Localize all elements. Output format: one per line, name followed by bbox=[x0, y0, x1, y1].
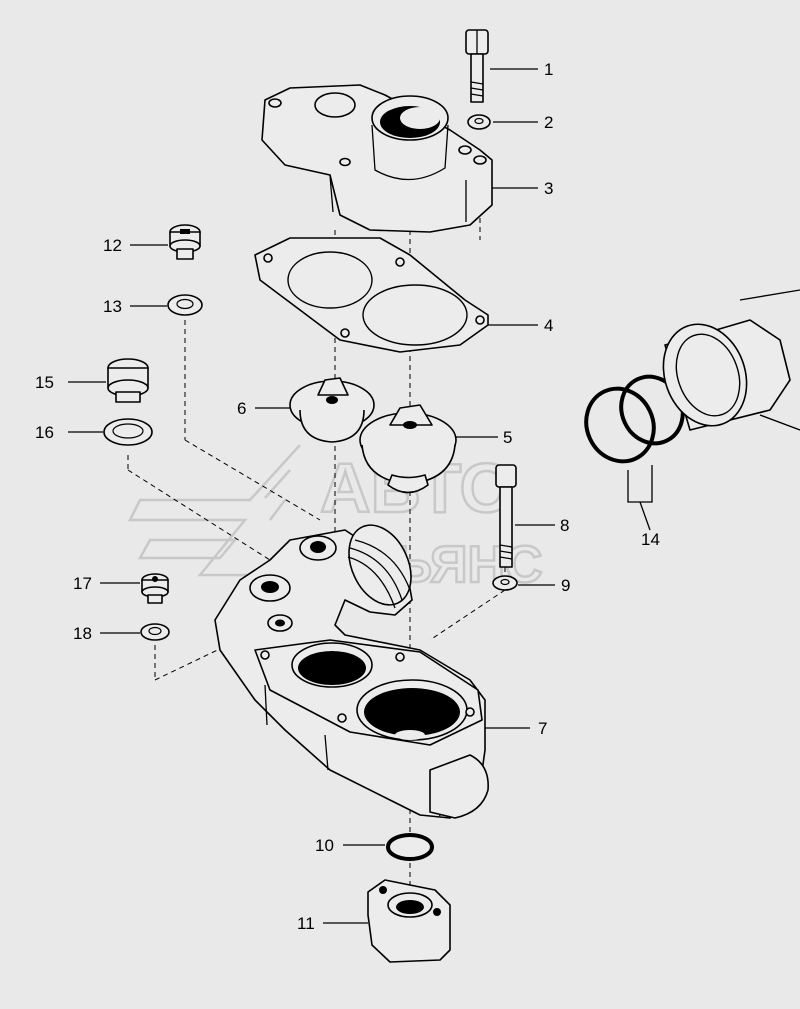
leader-lines bbox=[68, 68, 653, 924]
part-washer-13 bbox=[167, 294, 203, 316]
part-o-ring bbox=[386, 833, 434, 861]
part-washer-2 bbox=[467, 114, 491, 130]
callout-15: 15 bbox=[35, 373, 54, 392]
callout-14: 14 bbox=[641, 530, 660, 549]
callout-17: 17 bbox=[73, 574, 92, 593]
callout-5: 5 bbox=[503, 428, 512, 447]
part-bolt bbox=[465, 29, 489, 103]
callout-3: 3 bbox=[544, 179, 553, 198]
part-thermostat-cover bbox=[261, 84, 493, 233]
callout-11: 11 bbox=[297, 914, 315, 933]
axis-line-plug-15-b bbox=[127, 469, 271, 561]
callout-7: 7 bbox=[538, 719, 547, 738]
axis-line-plug-12-b bbox=[184, 439, 321, 521]
part-pipe-sleeve bbox=[662, 289, 800, 431]
part-plug-15 bbox=[107, 358, 149, 403]
callout-13: 13 bbox=[103, 297, 122, 316]
part-gasket bbox=[254, 237, 489, 353]
callout-12: 12 bbox=[103, 236, 122, 255]
callout-1: 1 bbox=[544, 60, 553, 79]
callout-4: 4 bbox=[544, 316, 553, 335]
callout-10: 10 bbox=[315, 836, 334, 855]
part-thermostat-6 bbox=[289, 377, 375, 443]
callout-2: 2 bbox=[544, 113, 553, 132]
callout-16: 16 bbox=[35, 423, 54, 442]
part-thermostat-5 bbox=[359, 404, 457, 494]
part-thermostat-housing bbox=[214, 524, 489, 819]
axis-line-bolt-8 bbox=[429, 589, 506, 641]
callout-labels: 1 2 3 4 5 6 7 8 9 10 11 12 13 14 15 16 1… bbox=[35, 60, 660, 933]
watermark-logo-stripes bbox=[127, 444, 320, 577]
part-washer-9 bbox=[492, 575, 518, 591]
part-long-bolt bbox=[495, 464, 517, 568]
part-plug-12 bbox=[169, 224, 201, 260]
callout-6: 6 bbox=[237, 399, 246, 418]
callout-8: 8 bbox=[560, 516, 569, 535]
part-washer-18 bbox=[140, 623, 170, 641]
part-washer-16 bbox=[103, 418, 153, 446]
callout-9: 9 bbox=[561, 576, 570, 595]
part-flange bbox=[367, 879, 451, 963]
part-plug-17 bbox=[141, 573, 169, 604]
callout-18: 18 bbox=[73, 624, 92, 643]
